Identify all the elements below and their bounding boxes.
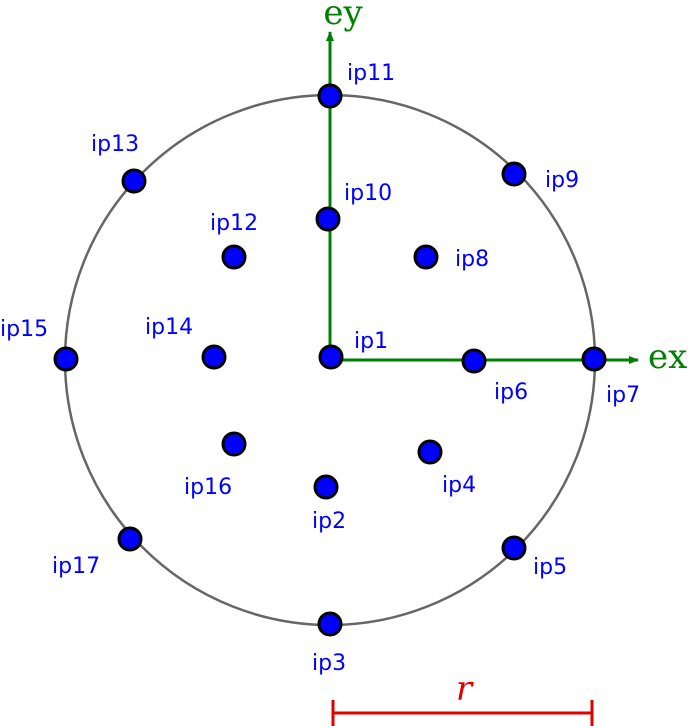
point-label-ip13: ip13 — [91, 132, 139, 157]
point-label-ip11: ip11 — [347, 61, 395, 86]
point-label-ip9: ip9 — [545, 168, 579, 193]
integration-point-ip2 — [313, 474, 339, 500]
point-label-ip17: ip17 — [52, 554, 100, 579]
integration-point-ip9 — [501, 161, 527, 187]
point-label-ip3: ip3 — [312, 651, 346, 676]
integration-point-ip8 — [413, 244, 439, 270]
point-label-ip5: ip5 — [533, 555, 567, 580]
point-label-ip16: ip16 — [184, 475, 232, 500]
point-label-ip1: ip1 — [354, 329, 388, 354]
integration-point-ip16 — [221, 431, 247, 457]
integration-point-ip13 — [121, 168, 147, 194]
point-label-ip12: ip12 — [210, 211, 258, 236]
integration-point-ip12 — [221, 244, 247, 270]
radius-label: r — [456, 669, 474, 709]
point-label-ip10: ip10 — [344, 181, 392, 206]
point-label-ip7: ip7 — [606, 383, 640, 408]
ex-label: ex — [648, 337, 687, 377]
integration-point-ip14 — [201, 344, 227, 370]
point-label-ip8: ip8 — [455, 247, 489, 272]
point-label-ip2: ip2 — [312, 509, 346, 534]
point-label-ip4: ip4 — [442, 473, 476, 498]
point-label-ip15: ip15 — [0, 317, 48, 342]
ey-label: ey — [323, 0, 363, 33]
radius-indicator: r — [331, 669, 594, 726]
integration-point-ip6 — [461, 348, 487, 374]
integration-point-ip1 — [318, 344, 344, 370]
integration-point-ip4 — [417, 439, 443, 465]
integration-point-ip17 — [117, 526, 143, 552]
integration-point-ip7 — [581, 346, 607, 372]
point-label-ip6: ip6 — [494, 380, 528, 405]
integration-point-ip15 — [53, 346, 79, 372]
point-label-ip14: ip14 — [145, 315, 193, 340]
integration-point-ip3 — [317, 611, 343, 637]
integration-point-ip10 — [315, 206, 341, 232]
integration-point-ip5 — [501, 535, 527, 561]
integration-point-ip11 — [317, 83, 343, 109]
